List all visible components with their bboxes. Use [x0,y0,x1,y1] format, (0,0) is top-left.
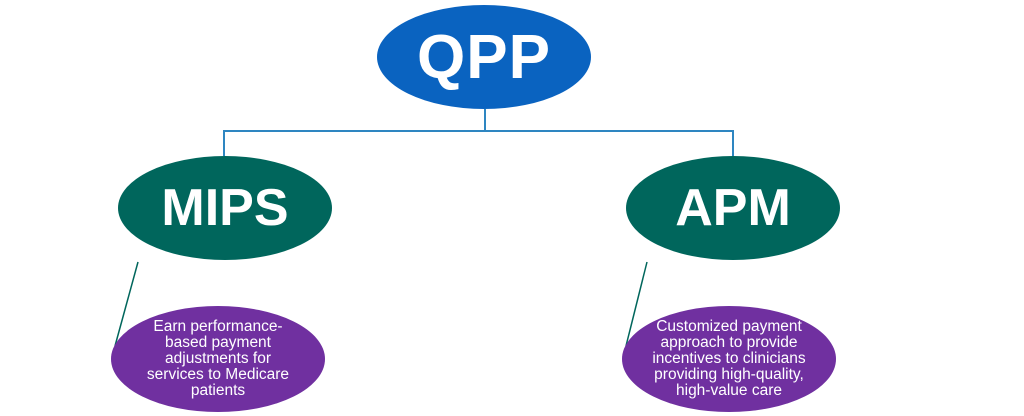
connector-root-apm [485,130,734,156]
callout-line-mips [114,261,139,347]
callout-line-apm [625,261,648,347]
apm-description: Customized payment approach to provide i… [652,318,806,399]
mips-label: MIPS [161,179,289,237]
mips-description: Earn performance-based payment adjustmen… [146,318,290,399]
qpp-node: QPP [377,5,591,109]
apm-label: APM [675,179,791,237]
apm-description-node: Customized payment approach to provide i… [622,306,836,412]
connector-root-mips [223,109,486,156]
apm-node: APM [626,156,840,260]
qpp-label: QPP [417,22,551,92]
mips-node: MIPS [118,156,332,260]
mips-description-node: Earn performance-based payment adjustmen… [111,306,325,412]
